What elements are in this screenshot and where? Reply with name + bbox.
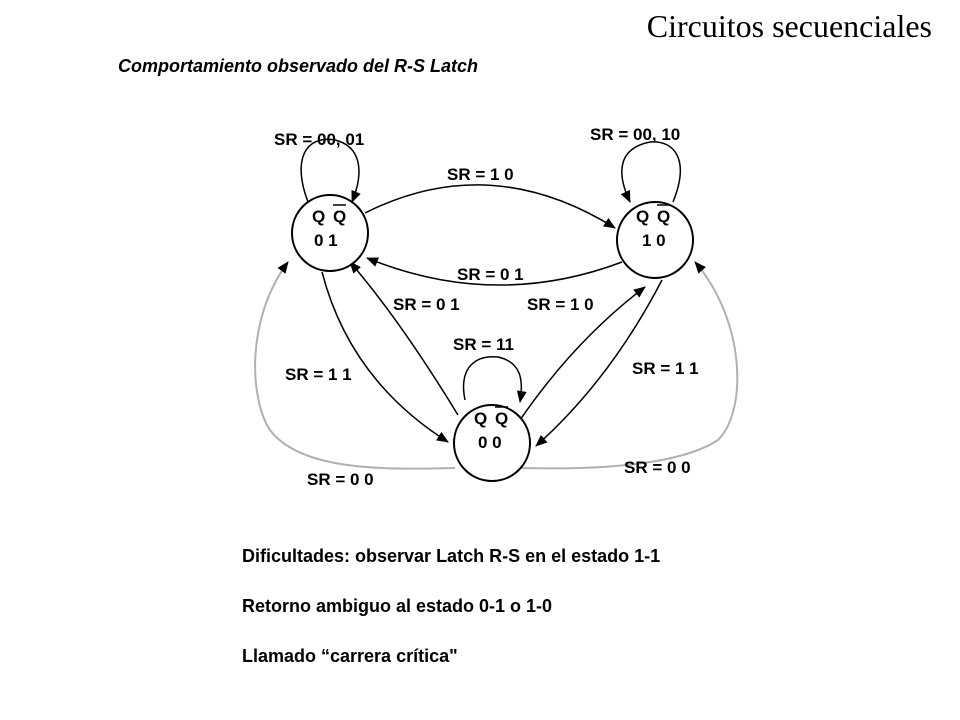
label-00-to-10: SR = 1 0 <box>527 295 594 314</box>
state-00-qbar: Q <box>495 409 508 428</box>
race-transition-right <box>519 261 739 470</box>
label-self-01: SR = 00, 01 <box>274 130 364 149</box>
state-00-value: 0 0 <box>478 433 502 452</box>
label-00-to-01: SR = 0 1 <box>393 295 460 314</box>
state-01-value: 0 1 <box>314 231 338 250</box>
transition-10-to-01 <box>366 257 623 286</box>
label-self-00: SR = 11 <box>453 335 514 354</box>
label-01-to-10: SR = 1 0 <box>447 165 514 184</box>
label-self-10: SR = 00, 10 <box>590 125 680 144</box>
state-00-q: Q <box>474 409 487 428</box>
label-01-to-00: SR = 1 1 <box>285 365 352 384</box>
self-loop-10 <box>620 141 682 203</box>
note-critical-race: Llamado “carrera crítica" <box>242 646 458 666</box>
self-loop-00 <box>462 356 527 403</box>
label-10-to-00: SR = 1 1 <box>632 359 699 378</box>
state-01-q: Q <box>312 207 325 226</box>
page-title: Circuitos secuenciales <box>646 8 932 44</box>
state-00 <box>453 404 531 482</box>
page-subtitle: Comportamiento observado del R-S Latch <box>118 56 479 76</box>
state-10-value: 1 0 <box>642 231 666 250</box>
label-race-left: SR = 0 0 <box>307 470 374 489</box>
transition-10-to-00 <box>535 279 663 447</box>
transition-00-to-01 <box>349 261 459 416</box>
label-10-to-01: SR = 0 1 <box>457 265 524 284</box>
transition-00-to-10 <box>519 286 646 421</box>
transition-01-to-10 <box>364 184 616 229</box>
state-01-qbar: Q <box>333 207 346 226</box>
state-10-q: Q <box>636 207 649 226</box>
self-loop-01 <box>300 138 361 203</box>
label-race-right: SR = 0 0 <box>624 458 691 477</box>
note-difficulties: Dificultades: observar Latch R-S en el e… <box>242 546 661 566</box>
race-transition-left <box>254 261 456 470</box>
state-01 <box>291 194 369 272</box>
transition-01-to-00 <box>321 271 449 443</box>
state-10 <box>616 201 694 279</box>
note-ambiguous-return: Retorno ambiguo al estado 0-1 o 1-0 <box>242 596 553 616</box>
state-10-qbar: Q <box>657 207 670 226</box>
